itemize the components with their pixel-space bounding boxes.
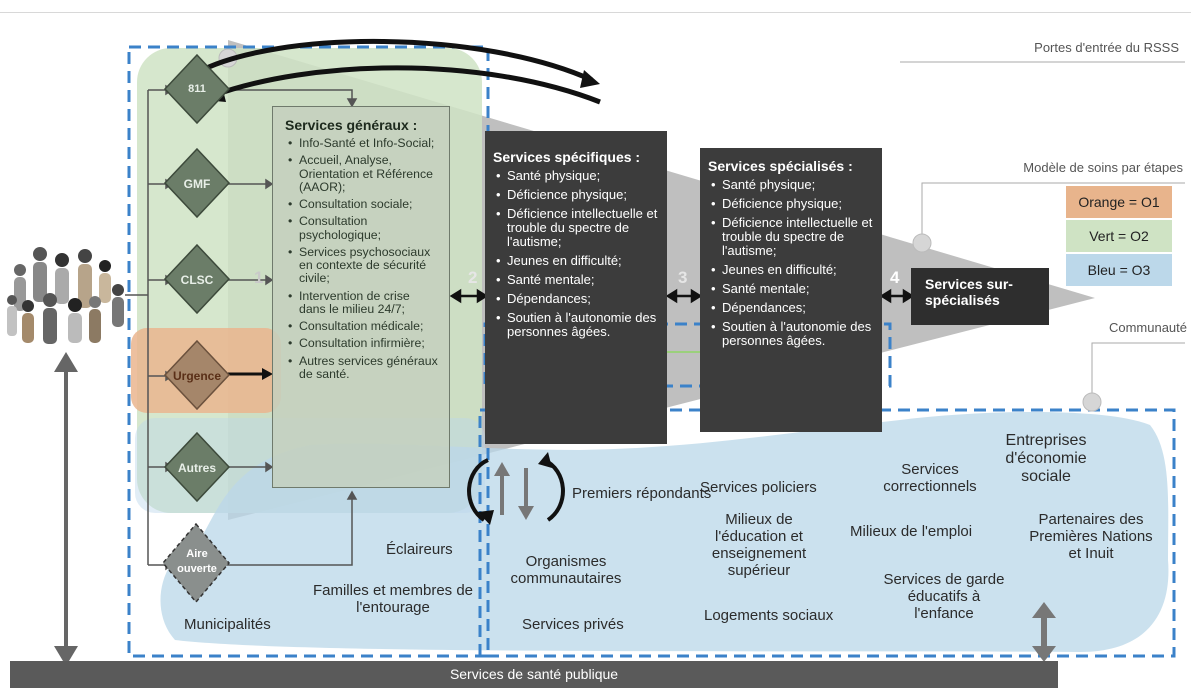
list-item: Santé mentale; [496, 273, 661, 288]
list-item: Dépendances; [496, 292, 661, 307]
specific-services-list: Santé physique; Déficience physique; Déf… [493, 168, 661, 339]
general-services-box: Services généraux : Info-Santé et Info-S… [272, 106, 450, 488]
specialized-services-title: Services spécialisés : [708, 158, 853, 174]
list-item: Consultation sociale; [288, 197, 439, 211]
first-responder-arrows [467, 452, 565, 525]
childcare-label: Services de garde éducatifs à l'enfance [883, 571, 1005, 622]
list-item: Santé physique; [711, 177, 876, 192]
top-divider [0, 12, 1191, 13]
stepped-dot [912, 233, 932, 253]
community-line [1091, 342, 1185, 400]
step-number-4: 4 [890, 268, 900, 287]
step-number-3: 3 [678, 268, 688, 287]
list-item: Santé mentale; [711, 282, 876, 297]
public-health-bar: Services de santé publique [10, 661, 1058, 688]
list-item: Santé physique; [496, 168, 661, 183]
list-item: Déficience physique; [711, 196, 876, 211]
community-orgs-label: Organismes communautaires [510, 553, 622, 587]
super-specialized-box: Services sur-spécialisés [911, 268, 1049, 325]
correctional-label: Services correctionnels [883, 461, 977, 495]
list-item: Déficience intellectuelle et trouble du … [496, 207, 661, 249]
list-item: Déficience intellectuelle et trouble du … [711, 216, 876, 258]
people-illustration [7, 247, 124, 344]
list-item: Services psychosociaux en contexte de sé… [288, 245, 439, 286]
general-services-list: Info-Santé et Info-Social; Accueil, Anal… [285, 136, 439, 382]
specific-services-box: Services spécifiques : Santé physique; D… [485, 131, 667, 444]
door-aire-ouverte-label: Aire ouverte [177, 548, 217, 575]
general-services-title: Services généraux : [285, 117, 418, 133]
specific-services-title: Services spécifiques : [493, 149, 641, 165]
list-item: Dépendances; [711, 301, 876, 316]
step-number-2: 2 [468, 268, 478, 287]
social-economy-label: Entreprises d'économie sociale [1005, 432, 1087, 486]
first-responders-label: Premiers répondants [572, 485, 712, 502]
list-item: Jeunes en difficulté; [711, 263, 876, 278]
door-gmf-label: GMF [183, 177, 211, 191]
specialized-services-list: Santé physique; Déficience physique; Déf… [708, 177, 876, 348]
door-links [222, 89, 358, 566]
door-811-label: 811 [188, 83, 206, 95]
legend-orange: Orange = O1 [1066, 186, 1172, 218]
education-label: Milieux de l'éducation et enseignement s… [711, 511, 807, 579]
list-item: Soutien à l'autonomie des personnes âgée… [496, 311, 661, 339]
employment-label: Milieux de l'emploi [850, 523, 973, 540]
stepped-line [921, 182, 1185, 240]
stepped-care-label: Modèle de soins par étapes [1023, 160, 1183, 175]
list-item: Déficience physique; [496, 187, 661, 202]
list-item: Info-Santé et Info-Social; [288, 136, 439, 150]
community-dot [1082, 392, 1102, 412]
list-item: Consultation psychologique; [288, 215, 439, 242]
list-item: Accueil, Analyse, Orientation et Référen… [288, 154, 439, 194]
specialized-services-box: Services spécialisés : Santé physique; D… [700, 148, 882, 432]
door-autres-label: Autres [177, 461, 216, 475]
list-item: Consultation infirmière; [288, 337, 439, 351]
list-item: Soutien à l'autonomie des personnes âgée… [711, 320, 876, 348]
social-housing-label: Logements sociaux [704, 607, 834, 624]
list-item: Consultation médicale; [288, 319, 439, 333]
families-label: Familles et membres de l'entourage [312, 582, 474, 616]
door-diamonds [162, 53, 231, 604]
private-services-label: Services privés [522, 616, 624, 633]
first-nations-label: Partenaires des Premières Nations et Inu… [1029, 511, 1153, 562]
arc-back [211, 65, 601, 105]
list-item: Autres services généraux de santé. [288, 354, 439, 382]
community-label: Communauté [1108, 320, 1187, 335]
double-arrows [449, 288, 915, 304]
scouts-label: Éclaireurs [386, 541, 453, 558]
legend-blue: Bleu = O3 [1066, 254, 1172, 286]
list-item: Intervention de crise dans le milieu 24/… [288, 289, 439, 317]
police-label: Services policiers [700, 479, 817, 496]
door-clsc-label: CLSC [180, 273, 214, 287]
municipalities-label: Municipalités [184, 616, 271, 633]
arc-forward [196, 38, 594, 83]
legend-green: Vert = O2 [1066, 220, 1172, 252]
door-urgence-label: Urgence [172, 369, 222, 383]
list-item: Jeunes en difficulté; [496, 254, 661, 269]
step-number-1: 1 [254, 268, 264, 287]
entry-doors-label: Portes d'entrée du RSSS [1034, 40, 1179, 55]
